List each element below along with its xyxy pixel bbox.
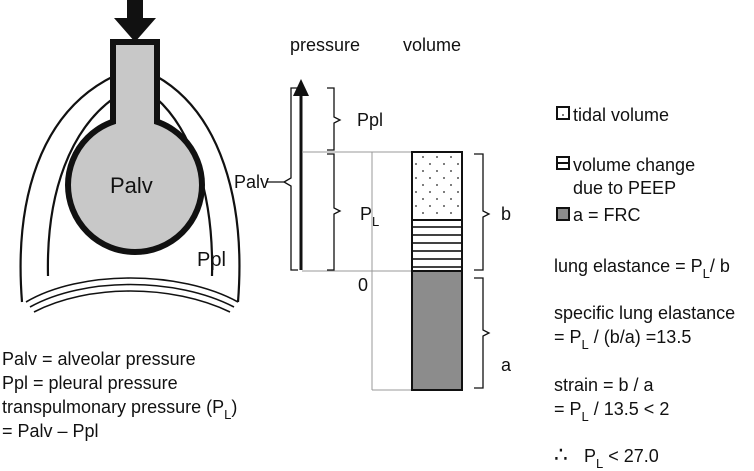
legend-peep-label-1: volume change: [573, 155, 695, 175]
diaphragm-line-1: [25, 277, 239, 303]
legend: tidal volume volume change due to PEEP a…: [556, 105, 695, 225]
definition-palv: Palv = alveolar pressure: [2, 349, 196, 369]
diaphragm-line-3: [33, 290, 231, 313]
peep-volume-block: [411, 219, 463, 272]
palv-bracket: [282, 87, 298, 271]
strain-equation: = PL / 13.5 < 2: [554, 399, 669, 424]
definitions: Palv = alveolar pressure Ppl = pleural p…: [2, 349, 237, 441]
result-equation: PL < 27.0: [584, 446, 659, 471]
strain-title: strain = b / a: [554, 375, 655, 395]
specific-elastance-title: specific lung elastance: [554, 303, 735, 323]
b-label: b: [501, 204, 511, 224]
tidal-volume-block: [411, 151, 463, 221]
lung-elastance-equation: lung elastance = PL/ b: [554, 256, 730, 281]
definition-ppl: Ppl = pleural pressure: [2, 373, 178, 393]
zero-label: 0: [358, 275, 368, 295]
b-bracket: [474, 153, 491, 271]
legend-item-frc: a = FRC: [556, 205, 641, 225]
gray-square-icon: [556, 207, 570, 221]
thorax-wall: [21, 76, 115, 300]
specific-elastance-equation: = PL / (b/a) =13.5: [554, 327, 691, 352]
thorax-inner-left-line: [46, 97, 115, 277]
thorax-left-line: [19, 75, 115, 303]
a-label: a: [501, 355, 512, 375]
legend-frc-label: a = FRC: [573, 205, 641, 225]
legend-item-tidal: tidal volume: [556, 105, 669, 125]
lung-schematic: Palv Ppl: [19, 0, 241, 313]
pressure-header: pressure: [290, 35, 360, 55]
pressure-axis: Ppl PL Palv 0: [234, 79, 462, 391]
equations: lung elastance = PL/ b specific lung ela…: [554, 256, 735, 471]
arrow-up-icon: [293, 79, 309, 96]
pleural-label: Ppl: [197, 249, 226, 271]
volume-header: volume: [403, 35, 461, 55]
a-bracket: [474, 277, 491, 389]
volume-column: b a: [411, 151, 512, 391]
inflow-arrow-icon: [114, 0, 156, 42]
diaphragm-line-2: [29, 283, 235, 308]
pl-bracket-label: PL: [360, 204, 379, 229]
ppl-bracket: [327, 87, 342, 151]
therefore-symbol: ∴: [554, 442, 568, 467]
thorax-right-line: [155, 75, 241, 303]
frc-volume-block: [411, 270, 463, 391]
legend-item-peep: volume change due to PEEP: [556, 155, 695, 198]
definition-transpulmonary-formula: = Palv – Ppl: [2, 421, 99, 441]
legend-tidal-label: tidal volume: [573, 105, 669, 125]
definition-transpulmonary: transpulmonary pressure (PL): [2, 397, 237, 422]
alveolus-label: Palv: [110, 173, 153, 198]
palv-bracket-label: Palv: [234, 172, 269, 192]
pl-bracket: [327, 153, 342, 271]
legend-peep-label-2: due to PEEP: [573, 178, 676, 198]
ppl-bracket-label: Ppl: [357, 110, 383, 130]
trachea-joint: [116, 104, 154, 134]
